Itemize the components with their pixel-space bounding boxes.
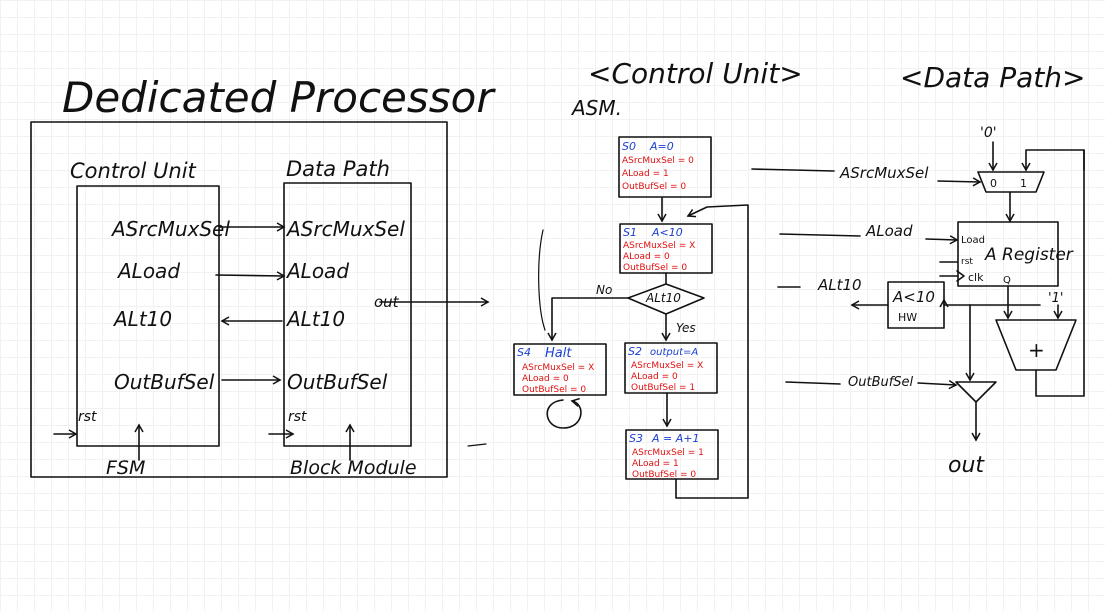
- mux-select-wire: [937, 177, 982, 187]
- stray-dash: [467, 443, 487, 447]
- block-module-caption: Block Module: [290, 457, 417, 479]
- diagram-title: Dedicated Processor: [62, 73, 496, 122]
- dedicated-processor-diagram: Dedicated Processor Control Unit ASrcMux…: [30, 73, 496, 479]
- stray-stroke-left: [538, 229, 546, 331]
- state-s2-line-3: OutBufSel = 1: [631, 383, 695, 393]
- dp-schematic-asrcmuxsel: ASrcMuxSel: [839, 164, 929, 182]
- dp-signal-asrcmuxsel: ASrcMuxSel: [285, 217, 405, 241]
- processor-outer-box: [30, 121, 448, 478]
- mux-const-zero: '0': [980, 125, 997, 141]
- state-s2-action: output=A: [650, 347, 698, 358]
- data-path-label: Data Path: [286, 157, 390, 181]
- state-s3-line-3: OutBufSel = 0: [632, 470, 696, 480]
- state-s1-line-3: OutBufSel = 0: [623, 263, 687, 273]
- loop-s3-to-s1: [675, 204, 749, 499]
- dash-outbufsel: [785, 381, 841, 385]
- state-s3: S3 A = A+1 ASrcMuxSel = 1 ALoad = 1 OutB…: [625, 429, 719, 480]
- state-s3-line-2: ALoad = 1: [632, 459, 679, 469]
- state-s0-id: S0: [622, 140, 636, 153]
- cu-rst-label: rst: [78, 409, 97, 425]
- control-unit-label: Control Unit: [70, 159, 197, 183]
- state-s3-action: A = A+1: [651, 432, 699, 445]
- data-path-box: [283, 182, 412, 447]
- dp-signal-alt10: ALt10: [285, 307, 345, 331]
- comparator-label: A<10: [892, 288, 935, 306]
- halt-self-loop: [546, 397, 582, 429]
- dp-schematic-outbufsel: OutBufSel: [848, 375, 914, 390]
- mux-shape: [977, 171, 1045, 193]
- fsm-caption: FSM: [106, 457, 145, 479]
- dash-aload: [779, 233, 861, 237]
- register-port-rst: rst: [961, 257, 973, 267]
- dp-schematic-aload: ALoad: [865, 222, 913, 240]
- register-port-load: Load: [961, 235, 985, 246]
- cu-signal-alt10: ALt10: [112, 307, 172, 331]
- dash-asrcmuxsel: [751, 168, 835, 172]
- asm-chart: <Control Unit> ASM. S0 A=0 ASrcMuxSel = …: [467, 57, 803, 499]
- cu-signal-asrcmuxsel: ASrcMuxSel: [110, 217, 230, 241]
- state-s0-line-1: ASrcMuxSel = 0: [622, 156, 694, 166]
- control-unit-heading: <Control Unit>: [588, 57, 803, 90]
- register-clk-triangle: [956, 270, 965, 282]
- dp-signal-aload: ALoad: [285, 259, 349, 283]
- state-s4-line-2: ALoad = 0: [522, 374, 569, 384]
- decision-no-label: No: [596, 283, 612, 297]
- arrow-decision-no: [547, 297, 629, 342]
- decision-alt10: ALt10: [627, 283, 705, 315]
- outbuf-select-wire: [917, 380, 958, 390]
- register-port-clk: clk: [968, 271, 984, 284]
- state-s4-line-1: ASrcMuxSel = X: [522, 363, 594, 373]
- state-s1: S1 A<10 ASrcMuxSel = X ALoad = 0 OutBufS…: [619, 223, 713, 274]
- adder-symbol: +: [1028, 338, 1045, 362]
- adder-feedback-wire: [1035, 149, 1085, 397]
- state-s4-action: Halt: [545, 346, 572, 361]
- mux-input-label-1: 1: [1020, 177, 1027, 190]
- state-s0: S0 A=0 ASrcMuxSel = 0 ALoad = 1 OutBufSe…: [618, 136, 712, 198]
- asm-subheading: ASM.: [570, 96, 622, 120]
- state-s0-line-3: OutBufSel = 0: [622, 182, 686, 192]
- state-s1-id: S1: [623, 226, 637, 239]
- q-to-comparator-wire: [939, 298, 971, 308]
- state-s1-action: A<10: [651, 226, 683, 239]
- register-port-q: Q: [1003, 275, 1011, 286]
- output-buffer-shape: [955, 381, 997, 403]
- adder-const-one: '1': [1048, 291, 1063, 306]
- state-s2: S2 output=A ASrcMuxSel = X ALoad = 0 Out…: [624, 342, 718, 394]
- state-s4-line-3: OutBufSel = 0: [522, 385, 586, 395]
- state-s1-line-1: ASrcMuxSel = X: [623, 241, 695, 251]
- state-s2-id: S2: [628, 345, 642, 358]
- dp-schematic-alt10: ALt10: [817, 276, 862, 294]
- cu-signal-aload: ALoad: [116, 259, 180, 283]
- decision-yes-label: Yes: [676, 321, 696, 335]
- state-s4: S4 Halt ASrcMuxSel = X ALoad = 0 OutBufS…: [513, 343, 607, 396]
- cu-signal-outbufsel: OutBufSel: [114, 370, 215, 394]
- register-load-wire: [925, 235, 959, 245]
- wire-aload: [215, 271, 286, 281]
- data-path-schematic: <Data Path> ASrcMuxSel ALoad ALt10 OutBu…: [751, 61, 1085, 478]
- control-unit-box: [76, 185, 220, 447]
- state-s1-line-2: ALoad = 0: [623, 252, 670, 262]
- state-s2-line-1: ASrcMuxSel = X: [631, 361, 703, 371]
- state-s0-line-2: ALoad = 1: [622, 169, 669, 179]
- data-path-heading: <Data Path>: [900, 61, 1085, 94]
- state-s3-id: S3: [629, 432, 643, 445]
- a-register-label: A Register: [984, 245, 1074, 265]
- mux-input-1-wire: [1021, 149, 1085, 172]
- state-s4-id: S4: [517, 346, 531, 359]
- mux-input-label-0: 0: [990, 177, 997, 190]
- state-s0-action: A=0: [649, 140, 674, 153]
- schematic-out-label: out: [948, 453, 985, 478]
- state-s2-line-2: ALoad = 0: [631, 372, 678, 382]
- dp-signal-outbufsel: OutBufSel: [287, 370, 388, 394]
- adder-shape: [995, 319, 1077, 371]
- decision-label: ALt10: [645, 291, 681, 305]
- state-s3-line-1: ASrcMuxSel = 1: [632, 448, 704, 458]
- comparator-sub-label: HW: [898, 311, 917, 324]
- dp-rst-label: rst: [288, 409, 307, 425]
